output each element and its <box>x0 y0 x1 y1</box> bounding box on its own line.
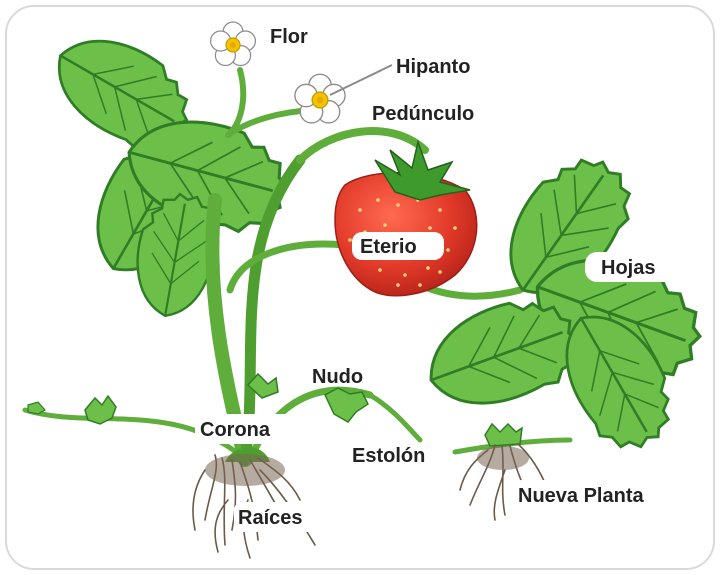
new-plant-root-mass <box>477 446 529 470</box>
label-hojas: Hojas <box>601 257 655 279</box>
label-estolon: Estolón <box>352 445 425 467</box>
label-nudo: Nudo <box>312 366 363 388</box>
label-raices: Raíces <box>238 507 303 529</box>
label-flor: Flor <box>270 26 308 48</box>
label-nueva-planta: Nueva Planta <box>518 485 644 507</box>
label-hipanto: Hipanto <box>396 56 470 78</box>
root-mass <box>205 454 285 486</box>
label-pedunculo: Pedúnculo <box>372 103 474 125</box>
label-eterio: Eterio <box>360 236 417 258</box>
label-corona: Corona <box>200 419 271 441</box>
